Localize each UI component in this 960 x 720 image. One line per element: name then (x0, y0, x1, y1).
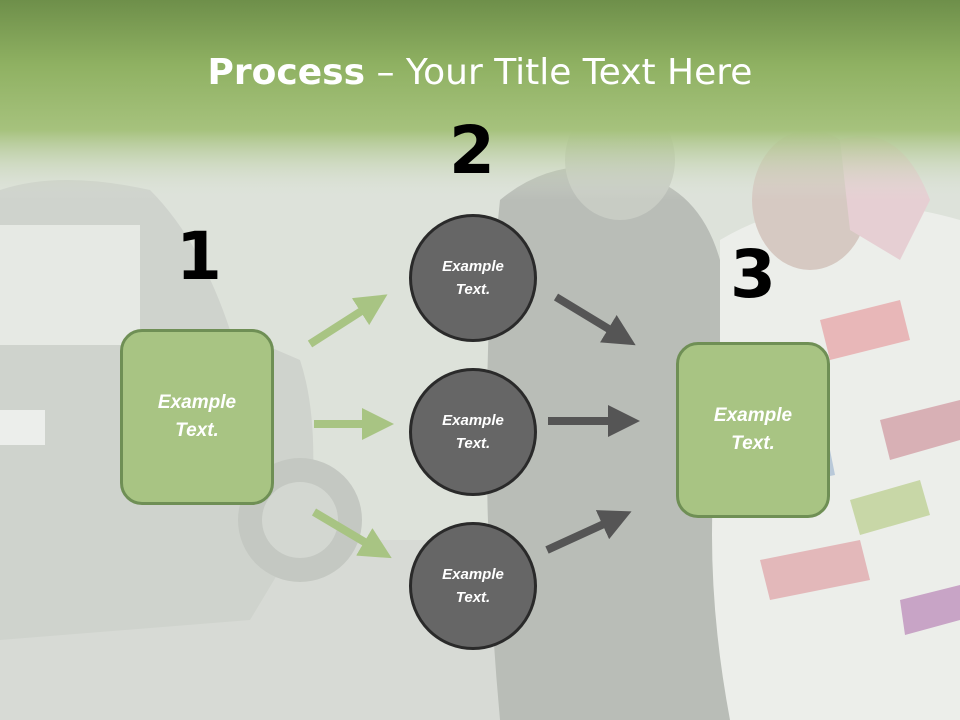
step-2-circle-bottom-text: Example Text. (442, 565, 504, 606)
arrow-1-to-2c (311, 508, 392, 559)
step-3-number: 3 (730, 236, 776, 313)
step-2-circle-top: Example Text. (409, 214, 537, 342)
step-1-text: Example Text. (157, 391, 237, 442)
step-3-box: Example Text. (676, 342, 830, 518)
step-1-number: 1 (176, 218, 222, 295)
step-2-number: 2 (449, 112, 495, 189)
step-3-text: Example Text. (713, 404, 793, 455)
step-1-box: Example Text. (120, 329, 274, 505)
arrow-2c-to-3 (545, 510, 632, 554)
step-2-circle-top-text: Example Text. (442, 257, 504, 298)
title-bold: Process (207, 52, 366, 93)
step-2-circle-middle-text: Example Text. (442, 411, 504, 452)
slide-title: Process – Your Title Text Here (0, 52, 960, 93)
title-rest: – Your Title Text Here (365, 52, 753, 93)
step-2-circle-middle: Example Text. (409, 368, 537, 496)
arrow-1-to-2a (307, 294, 388, 348)
step-2-circle-bottom: Example Text. (409, 522, 537, 650)
arrow-2a-to-3 (553, 293, 636, 346)
